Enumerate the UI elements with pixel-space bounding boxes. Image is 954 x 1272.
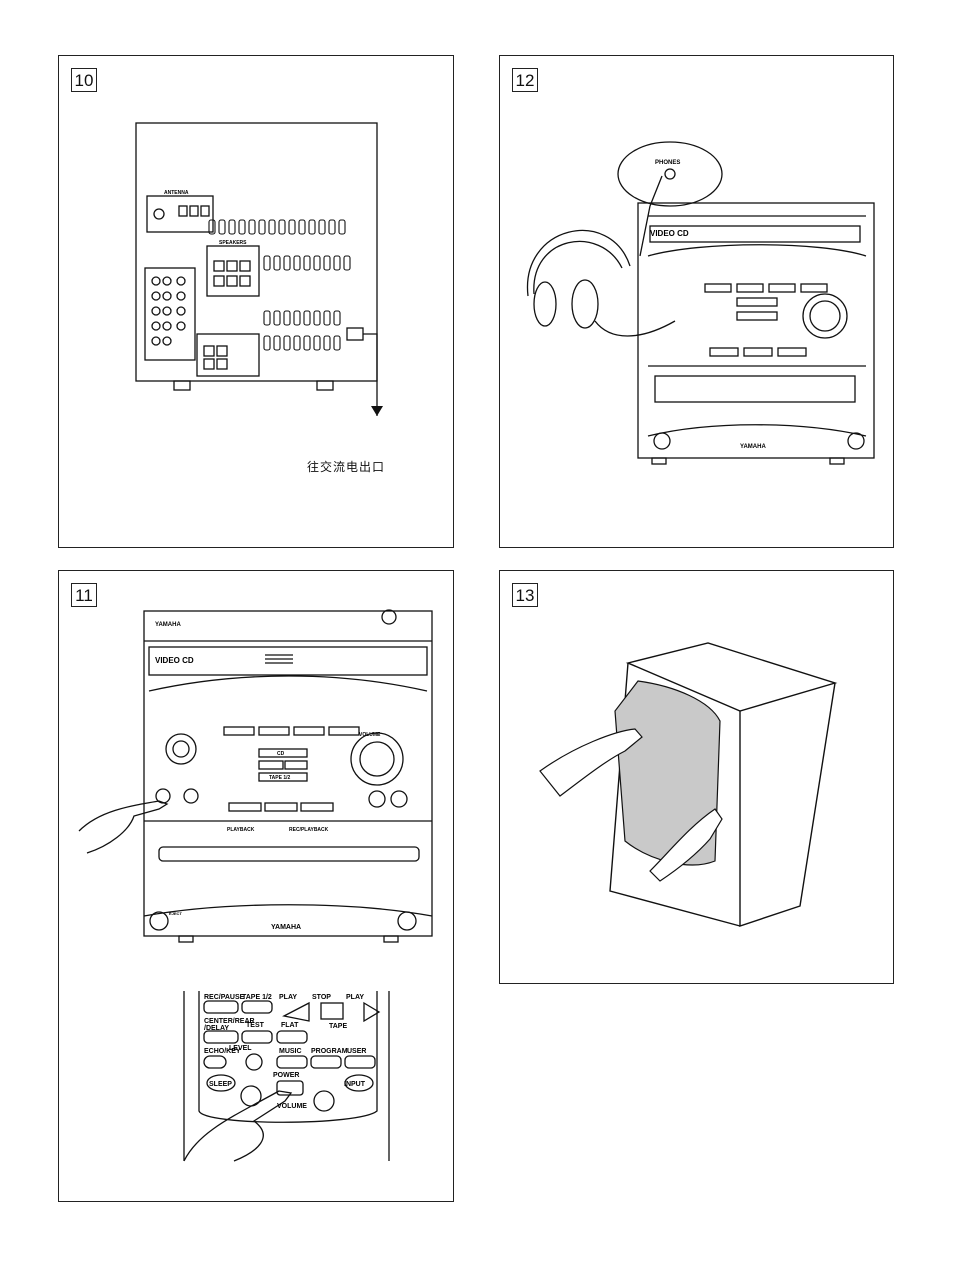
flat-label: FLAT xyxy=(281,1022,299,1029)
input-label: INPUT xyxy=(344,1081,366,1088)
tape-label: TAPE 1/2 xyxy=(269,775,291,781)
panel-12: 12 PHONE xyxy=(499,55,894,548)
step-number: 12 xyxy=(512,68,538,92)
brand-text-bottom: YAMAHA xyxy=(271,924,301,931)
step-number: 10 xyxy=(71,68,97,92)
rear-panel-illustration: ANTENNA SPEAKERS xyxy=(135,122,383,416)
center-rear-label: CENTER/REAR xyxy=(204,1018,255,1025)
rec-playback-label: REC/PLAYBACK xyxy=(289,827,329,833)
panel-10: 10 xyxy=(58,55,454,548)
level-label: LEVEL xyxy=(229,1045,252,1052)
music-label: MUSIC xyxy=(279,1048,302,1055)
volume-label: VOLUME xyxy=(359,732,381,738)
panel-13: 13 xyxy=(499,570,894,984)
headphones-illustration: PHONES VIDEO CD YAMAHA xyxy=(526,141,875,465)
rec-pause-label: REC/PAUSE xyxy=(204,994,245,1001)
program-label: PROGRAM xyxy=(311,1048,348,1055)
svg-text:ANTENNA: ANTENNA xyxy=(164,190,189,196)
power-button-illustration: YAMAHA VIDEO CD PLAYBACK REC/PLAYBACK CD… xyxy=(78,609,433,1162)
delay-label: /DELAY xyxy=(204,1025,229,1032)
brand-text: YAMAHA xyxy=(155,622,181,628)
power-label: POWER xyxy=(273,1072,299,1079)
echo-key-label: ECHO/KEY xyxy=(204,1048,241,1055)
stop-label: STOP xyxy=(312,994,331,1001)
play-label: PLAY xyxy=(279,994,297,1001)
panel-11: 11 xyxy=(58,570,454,1202)
speaker-grille-illustration xyxy=(539,642,838,927)
cd-label: CD xyxy=(277,751,285,757)
step-number: 13 xyxy=(512,583,538,607)
remote-volume-label: VOLUME xyxy=(277,1103,307,1110)
play2-label: PLAY xyxy=(346,994,364,1001)
step-number: 11 xyxy=(71,583,97,607)
sleep-label: SLEEP xyxy=(209,1081,232,1088)
tape-remote-label: TAPE xyxy=(329,1023,347,1030)
user-label: USER xyxy=(347,1048,366,1055)
brand-text: YAMAHA xyxy=(740,444,766,450)
tape12-label: TAPE 1/2 xyxy=(242,994,272,1001)
eject-label: EJECT xyxy=(169,911,182,916)
phones-label: PHONES xyxy=(655,160,680,166)
test-label: TEST xyxy=(246,1022,265,1029)
caption-ac-outlet: 往交流电出口 xyxy=(307,460,386,474)
video-cd-text: VIDEO CD xyxy=(155,656,194,665)
video-cd-text: VIDEO CD xyxy=(650,229,689,238)
svg-text:SPEAKERS: SPEAKERS xyxy=(219,240,247,246)
playback-label: PLAYBACK xyxy=(227,827,255,833)
